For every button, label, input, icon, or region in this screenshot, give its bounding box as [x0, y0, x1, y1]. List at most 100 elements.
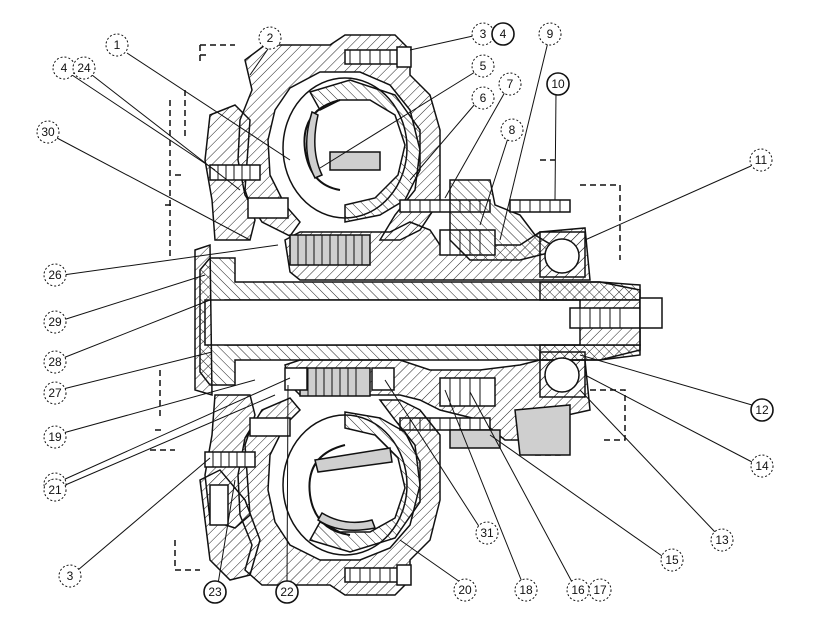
callout-circle [546, 72, 570, 96]
callout-circle [43, 425, 67, 449]
lower-casing [199, 394, 441, 596]
callout-circle [500, 118, 524, 142]
callout-c27: 27 [43, 381, 67, 405]
callout-circle [43, 478, 67, 502]
upper-inner-assembly [284, 179, 591, 281]
callout-circle [43, 381, 67, 405]
upper-casing [204, 34, 441, 241]
callout-number: 5 [480, 59, 487, 73]
callout-c5: 5 [471, 54, 495, 78]
callout-c24: 24 [72, 56, 96, 80]
leader-line-c25 [62, 377, 291, 481]
callout-c20: 20 [453, 578, 477, 602]
callout-circle [498, 72, 522, 96]
leader-line-c3b [77, 457, 211, 571]
callout-number: 16 [571, 583, 585, 597]
leader-line-c7 [444, 91, 506, 199]
callout-circle [43, 350, 67, 374]
callout-c8: 8 [500, 118, 524, 142]
callout-number: 22 [280, 585, 294, 599]
callout-circle [43, 310, 67, 334]
callout-circle [43, 263, 67, 287]
leader-lines [56, 35, 753, 585]
callout-c19: 19 [43, 425, 67, 449]
callout-circle [710, 528, 734, 552]
callout-circle [453, 578, 477, 602]
callout-circle [275, 580, 299, 604]
callout-circle [660, 548, 684, 572]
callout-labels: 1234424567891011302629282719252132322201… [36, 22, 774, 604]
lower-inner-assembly [284, 351, 591, 456]
callout-c18: 18 [514, 578, 538, 602]
callout-number: 3 [67, 569, 74, 583]
leader-line-c22 [286, 384, 289, 585]
callout-number: 31 [480, 526, 494, 540]
callout-circle [105, 33, 129, 57]
leader-line-c30 [56, 137, 251, 241]
callout-circle [72, 56, 96, 80]
callout-c3b: 3 [58, 564, 82, 588]
callout-c26: 26 [43, 263, 67, 287]
leader-line-c27 [62, 351, 213, 390]
callout-number: 1 [114, 38, 121, 52]
callout-circle [538, 22, 562, 46]
callout-c4b: 4 [52, 56, 76, 80]
callout-c15: 15 [660, 548, 684, 572]
callout-c14: 14 [750, 454, 774, 478]
leader-line-c24 [91, 74, 241, 191]
callout-circle [471, 54, 495, 78]
callout-number: 9 [547, 27, 554, 41]
callout-c31: 31 [475, 521, 499, 545]
callout-number: 12 [755, 403, 769, 417]
callout-number: 6 [480, 91, 487, 105]
callout-c23: 23 [203, 580, 227, 604]
callout-c6: 6 [471, 86, 495, 110]
callout-number: 10 [551, 77, 565, 91]
central-shaft [194, 243, 663, 397]
callout-number: 29 [48, 315, 62, 329]
callout-c17: 17 [588, 578, 612, 602]
callout-circle [750, 454, 774, 478]
callout-c3a: 3 [471, 22, 495, 46]
callout-c13: 13 [710, 528, 734, 552]
leader-line-c4b [71, 74, 216, 171]
callout-c2: 2 [258, 26, 282, 50]
callout-number: 17 [593, 583, 607, 597]
callout-c9: 9 [538, 22, 562, 46]
callout-circle [203, 580, 227, 604]
leader-line-c26 [62, 244, 279, 276]
callout-c16: 16 [566, 578, 590, 602]
callout-number: 13 [715, 533, 729, 547]
callout-c4a: 4 [491, 22, 515, 46]
callout-circle [475, 521, 499, 545]
leader-line-c12 [579, 354, 753, 406]
callout-number: 19 [48, 430, 62, 444]
callout-circle [471, 86, 495, 110]
callout-number: 28 [48, 355, 62, 369]
leader-line-c20 [399, 539, 461, 583]
leader-line-c8 [479, 137, 509, 226]
leader-line-c28 [62, 299, 211, 359]
leader-line-c9 [499, 41, 549, 241]
leader-line-c19 [62, 379, 256, 434]
callout-circle [58, 564, 82, 588]
callout-circle [258, 26, 282, 50]
callout-number: 4 [500, 27, 507, 41]
callout-number: 26 [48, 268, 62, 282]
callout-number: 14 [755, 459, 769, 473]
callout-number: 18 [519, 583, 533, 597]
callout-c11: 11 [749, 148, 773, 172]
callout-number: 20 [458, 583, 472, 597]
callout-circle [514, 578, 538, 602]
leader-line-c31 [384, 379, 481, 529]
leader-line-c10 [554, 91, 557, 201]
callout-c21: 21 [43, 478, 67, 502]
leader-line-c14 [584, 374, 753, 463]
callout-circle [750, 398, 774, 422]
leader-line-c29 [62, 274, 206, 321]
callout-circle [491, 22, 515, 46]
leader-line-c16 [469, 391, 573, 583]
callout-number: 3 [480, 27, 487, 41]
leader-line-c13 [579, 389, 716, 533]
